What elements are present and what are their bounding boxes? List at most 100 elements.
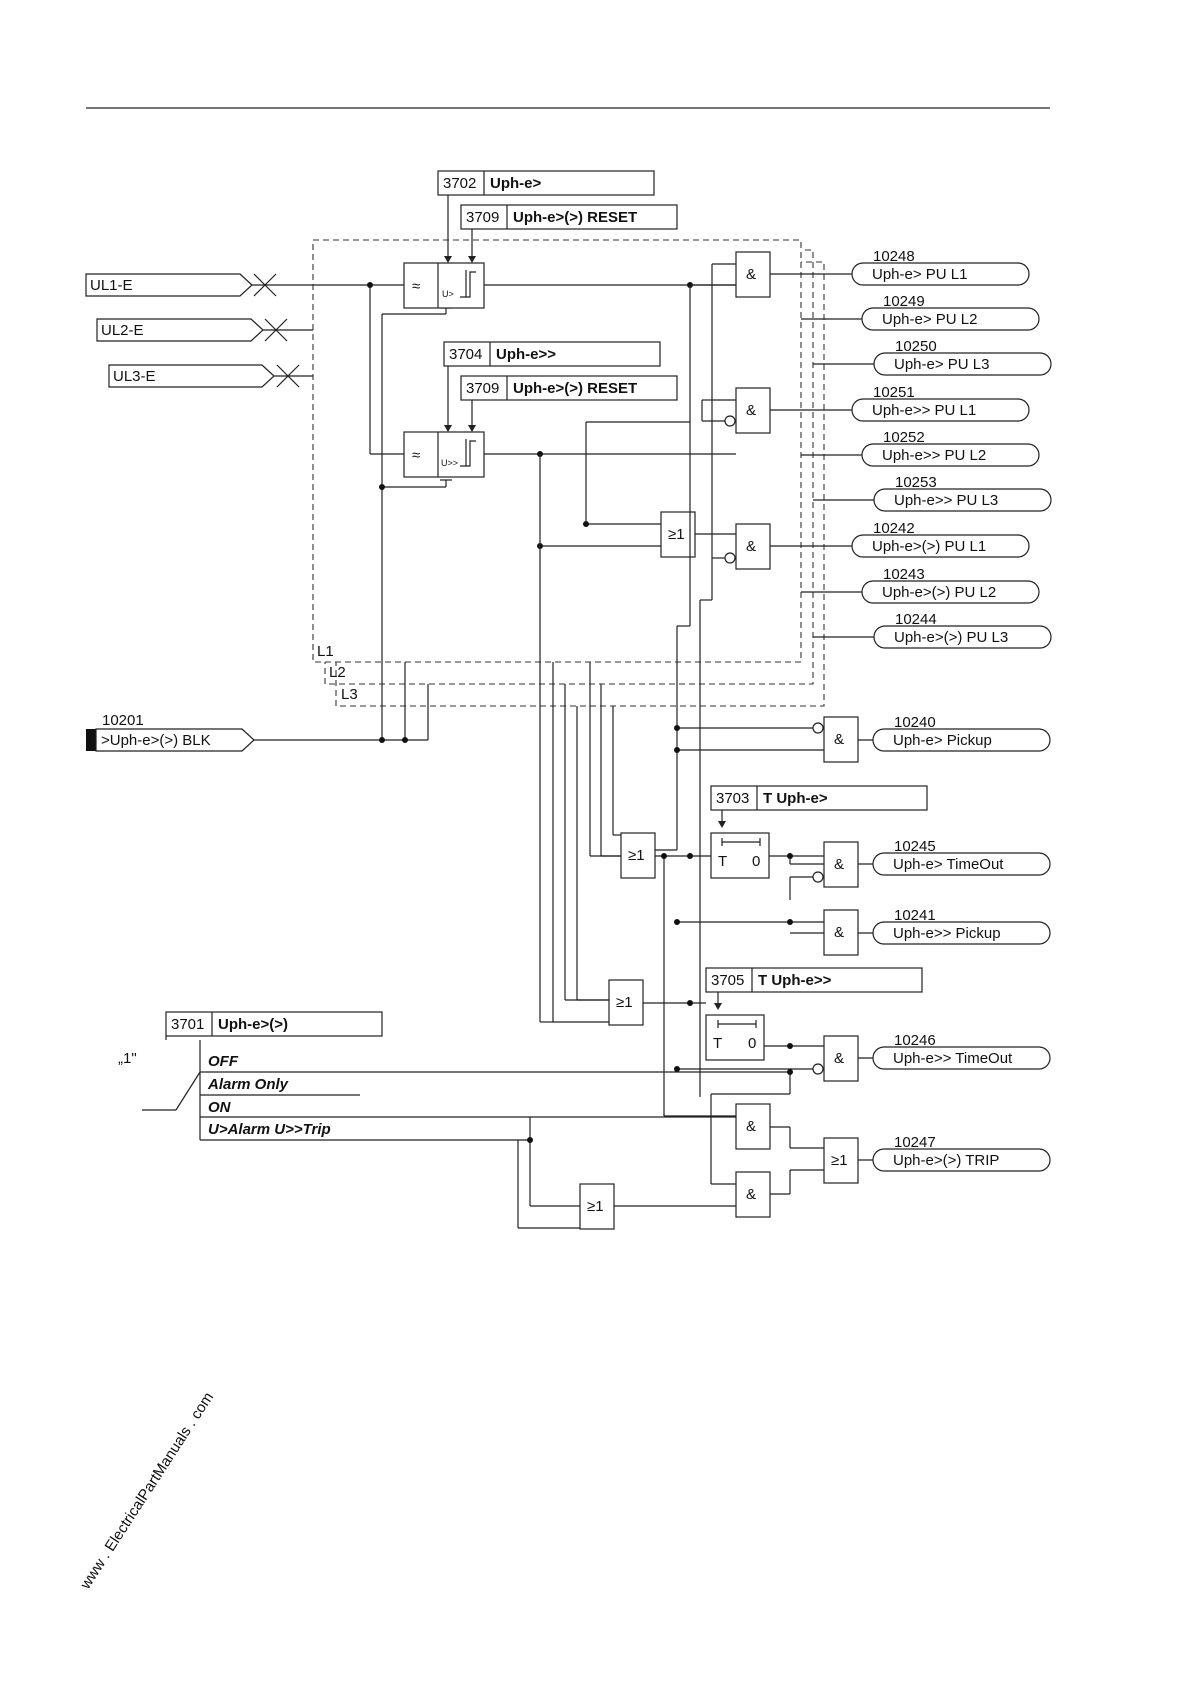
- setting-3709-a[interactable]: 3709 Uph-e>(>) RESET: [460, 204, 678, 230]
- and-gate-pickup1: &: [674, 716, 884, 763]
- blk-wires: [254, 307, 452, 743]
- input-blk: 10201 >Uph-e>(>) BLK: [86, 712, 255, 752]
- output-num: 10247: [894, 1134, 936, 1151]
- setting-label: T Uph-e>: [763, 790, 828, 807]
- timer-0: 0: [752, 853, 760, 870]
- and-gate-u2-phase: &: [712, 387, 863, 434]
- filter-glyph: ≈: [412, 447, 420, 464]
- output-num: 10245: [894, 838, 936, 855]
- setting-label: Uph-e>(>) RESET: [513, 209, 637, 226]
- output-num: 10252: [883, 429, 925, 446]
- and-gate-u1-phase: &: [690, 251, 863, 298]
- measure-block-u1: ≈ U>: [403, 262, 485, 309]
- setting-3703[interactable]: 3703 T Uph-e>: [710, 785, 928, 811]
- or-gate-u2-combine: ≥1: [608, 979, 706, 1026]
- output-num: 10243: [883, 566, 925, 583]
- output-shape: [861, 580, 1040, 604]
- gate-symbol: &: [834, 924, 844, 941]
- phase-internal-wires: [539, 264, 725, 1097]
- input-ul2: UL2-E: [96, 318, 264, 342]
- output-shape: [851, 534, 1030, 558]
- measure-block-u2: ≈ U>>: [403, 431, 485, 478]
- output-num: 10253: [895, 474, 937, 491]
- phase-frame-l1: [312, 239, 802, 663]
- gate-symbol: &: [746, 538, 756, 555]
- timer-0: 0: [748, 1035, 756, 1052]
- gate-symbol: ≥1: [628, 847, 645, 864]
- setting-3709-b[interactable]: 3709 Uph-e>(>) RESET: [460, 375, 678, 401]
- setting-3702[interactable]: 3702 Uph-e>: [437, 170, 655, 196]
- filter-glyph: ≈: [412, 278, 420, 295]
- setting-arrows: [444, 195, 726, 1010]
- timer-3705: T 0: [705, 1014, 790, 1061]
- measure-wires: [367, 282, 736, 457]
- or-gate-phase: ≥1: [537, 511, 736, 558]
- output-shape: [873, 625, 1052, 649]
- gate-symbol: &: [746, 266, 756, 283]
- setting-label: Uph-e>>: [496, 346, 556, 363]
- input-label: UL2-E: [101, 322, 144, 339]
- phase-bundles: [540, 662, 621, 1023]
- output-label: Uph-e>> TimeOut: [893, 1050, 1013, 1067]
- trip-wires: [661, 853, 791, 1185]
- setting-num: 3709: [466, 380, 499, 397]
- input-ul1: UL1-E: [85, 273, 253, 297]
- gate-symbol: &: [834, 1050, 844, 1067]
- gate-symbol: &: [834, 731, 844, 748]
- setting-label: T Uph-e>>: [758, 972, 832, 989]
- output-num: 10242: [873, 520, 915, 537]
- output-label: Uph-e> TimeOut: [893, 856, 1004, 873]
- output-num: 10244: [895, 611, 937, 628]
- setting-num: 3709: [466, 209, 499, 226]
- output-shape: [861, 443, 1040, 467]
- or-gate-mode: ≥1: [579, 1183, 736, 1230]
- phase-label-l3: L3: [341, 686, 358, 703]
- output-num: 10249: [883, 293, 925, 310]
- output-shape: [861, 307, 1040, 331]
- output-label: Uph-e>(>) PU L1: [872, 538, 986, 555]
- input-ul3: UL3-E: [108, 364, 275, 388]
- mode-on: ON: [208, 1099, 232, 1116]
- output-label: Uph-e>> PU L1: [872, 402, 976, 419]
- mode-switch: „1" OFF Alarm Only ON U>Alarm U>>Trip: [118, 1036, 793, 1229]
- setting-3704[interactable]: 3704 Uph-e>>: [443, 341, 661, 367]
- mode-off: OFF: [208, 1053, 239, 1070]
- input-label: UL3-E: [113, 368, 156, 385]
- phase-output-stubs: [801, 318, 885, 638]
- gate-symbol: &: [746, 1118, 756, 1135]
- output-num: 10241: [894, 907, 936, 924]
- output-label: Uph-e> PU L2: [882, 311, 977, 328]
- setting-label: Uph-e>: [490, 175, 541, 192]
- or-gate-trip: ≥1: [823, 1137, 884, 1184]
- setting-3701[interactable]: 3701 Uph-e>(>): [165, 1011, 383, 1037]
- input-label: UL1-E: [90, 277, 133, 294]
- setting-num: 3705: [711, 972, 744, 989]
- output-label: Uph-e> PU L1: [872, 266, 967, 283]
- output-num: 10250: [895, 338, 937, 355]
- output-shape: [872, 1148, 1051, 1172]
- setting-3705[interactable]: 3705 T Uph-e>>: [705, 967, 923, 993]
- output-shape: [851, 262, 1030, 286]
- gate-symbol: ≥1: [587, 1198, 604, 1215]
- output-num: 10240: [894, 714, 936, 731]
- timer-3703: T 0: [710, 832, 824, 879]
- setting-num: 3704: [449, 346, 482, 363]
- output-shape: [872, 728, 1051, 752]
- gate-symbol: ≥1: [831, 1152, 848, 1169]
- output-shape: [872, 852, 1051, 876]
- and-gate-pickup2: &: [674, 909, 884, 956]
- setting-label: Uph-e>(>) RESET: [513, 380, 637, 397]
- output-label: Uph-e>> PU L3: [894, 492, 998, 509]
- output-shape: [872, 921, 1051, 945]
- setting-num: 3703: [716, 790, 749, 807]
